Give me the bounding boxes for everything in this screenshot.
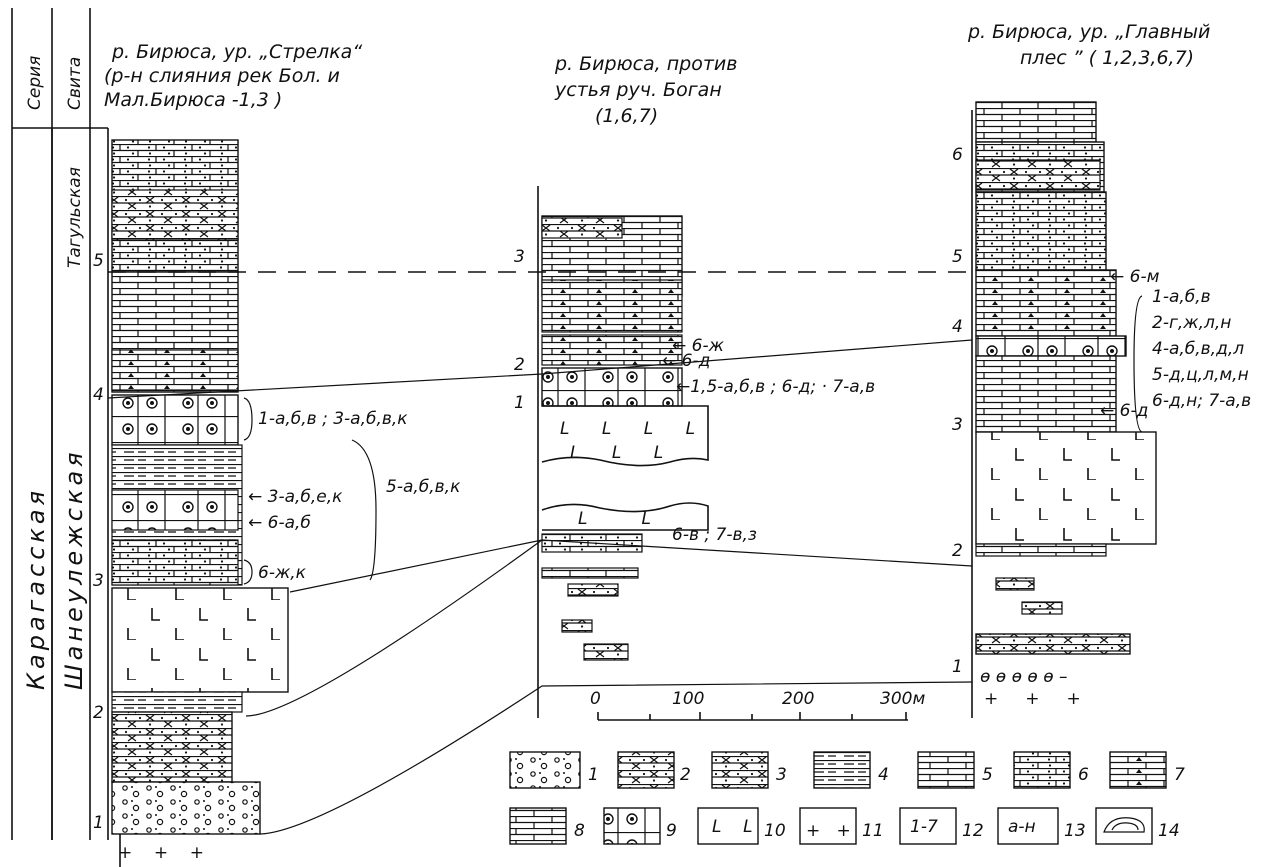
col1-note-3: ← 6-а,б — [248, 513, 311, 533]
col1-num-1: 1 — [93, 813, 104, 833]
col3-num-1: 1 — [952, 657, 963, 677]
col1-note-1: 1-а,б,в ; 3-а,б,в,к — [258, 409, 408, 429]
col1-num-5: 5 — [93, 251, 104, 271]
scale-bar — [597, 712, 908, 721]
column-3-section: ɵ ɵ ɵ ɵ ɵ – + + + — [971, 101, 1157, 718]
col2-note-1: ← 6-ж — [672, 336, 725, 356]
correlation-lines — [107, 271, 973, 835]
legend-num-6: 6 — [1078, 765, 1089, 785]
legend-num-8: 8 — [574, 821, 585, 841]
column-2-title-1: р. Бирюса, против — [554, 53, 737, 75]
header-shaneulezhskaya: Шанеулежская — [60, 448, 88, 690]
legend-num-3: 3 — [776, 765, 787, 785]
col1-num-4: 4 — [93, 385, 104, 405]
header-svita: Свита — [65, 57, 85, 110]
legend-text-13: а-н — [1008, 817, 1036, 837]
column-1-title-3: Мал.Бирюса -1,3 ) — [104, 89, 282, 111]
col1-num-2: 2 — [93, 703, 104, 723]
col2-note-2: ← 6-д — [662, 351, 710, 371]
scale-tick-0: 0 — [590, 689, 601, 709]
svg-text:L L: L L — [578, 509, 651, 529]
column-2-section: L L L L L L L L L — [537, 186, 709, 718]
svg-text:L L: L L — [712, 817, 753, 837]
legend-text-12: 1-7 — [910, 817, 938, 837]
col3-note-list-1: 1-а,б,в — [1152, 287, 1211, 307]
legend-num-1: 1 — [588, 765, 599, 785]
legend: L L + + — [509, 751, 1167, 845]
legend-num-2: 2 — [680, 765, 691, 785]
column-1-title-2: (р-н слияния рек Бол. и — [104, 65, 340, 87]
legend-num-4: 4 — [878, 765, 889, 785]
svg-text:L L L: L L L — [570, 443, 663, 463]
col3-num-2: 2 — [952, 541, 963, 561]
svg-text:+ + +: + + + — [984, 689, 1081, 709]
svg-text:L L L L: L L L L — [560, 419, 695, 439]
column-1-section: + + + — [107, 128, 289, 867]
col3-note-list-5: 6-д,н; 7-а,в — [1152, 391, 1251, 411]
col3-note-list-3: 4-а,б,в,д,л — [1152, 339, 1244, 359]
scale-tick-200: 200 — [782, 689, 814, 709]
col3-note-m: ← 6-м — [1110, 267, 1160, 287]
col3-num-3: 3 — [952, 415, 963, 435]
svg-text:ɵ ɵ ɵ ɵ ɵ –: ɵ ɵ ɵ ɵ ɵ – — [980, 667, 1068, 687]
scale-tick-100: 100 — [672, 689, 704, 709]
col3-note-d: ← 6-д — [1100, 401, 1148, 421]
legend-num-14: 14 — [1158, 821, 1180, 841]
col3-num-4: 4 — [952, 317, 963, 337]
svg-text:+ + +: + + + — [118, 843, 204, 863]
col3-note-list-2: 2-г,ж,л,н — [1152, 313, 1231, 333]
column-3-title-2: плес ” ( 1,2,3,6,7) — [1020, 47, 1194, 69]
legend-num-10: 10 — [764, 821, 786, 841]
col2-num-1: 1 — [514, 393, 525, 413]
col1-num-3: 3 — [93, 571, 104, 591]
legend-num-13: 13 — [1064, 821, 1086, 841]
legend-num-7: 7 — [1174, 765, 1185, 785]
svg-text:+ +: + + — [806, 821, 851, 841]
column-2-title-2: устья руч. Боган — [554, 79, 722, 101]
header-columns — [11, 8, 108, 840]
legend-num-12: 12 — [962, 821, 984, 841]
col2-note-3: ←1,5-а,б,в ; 6-д; · 7-а,в — [676, 377, 875, 397]
col3-num-6: 6 — [952, 145, 963, 165]
header-tagulskaya: Тагульская — [65, 167, 85, 268]
scale-tick-300: 300м — [880, 689, 925, 709]
column-1-title-1: р. Бирюса, ур. „Стрелка“ — [111, 41, 362, 63]
col2-num-2: 2 — [514, 355, 525, 375]
col1-note-4: 6-ж,к — [258, 563, 307, 583]
legend-num-5: 5 — [982, 765, 993, 785]
col1-note-2: ← 3-а,б,е,к — [248, 487, 343, 507]
col1-note-5: 5-а,б,в,к — [386, 477, 461, 497]
col3-num-5: 5 — [952, 247, 963, 267]
legend-num-9: 9 — [666, 821, 677, 841]
column-2-title-3: (1,6,7) — [595, 105, 658, 127]
col2-note-4: 6-в ; 7-в,з — [672, 525, 757, 545]
header-karagasskaya: Карагасская — [22, 487, 50, 690]
legend-num-11: 11 — [862, 821, 884, 841]
header-seria: Серия — [25, 56, 45, 110]
column-3-title-1: р. Бирюса, ур. „Главный — [967, 21, 1210, 43]
col3-note-list-4: 5-д,ц,л,м,н — [1152, 365, 1249, 385]
col2-num-3: 3 — [514, 247, 525, 267]
